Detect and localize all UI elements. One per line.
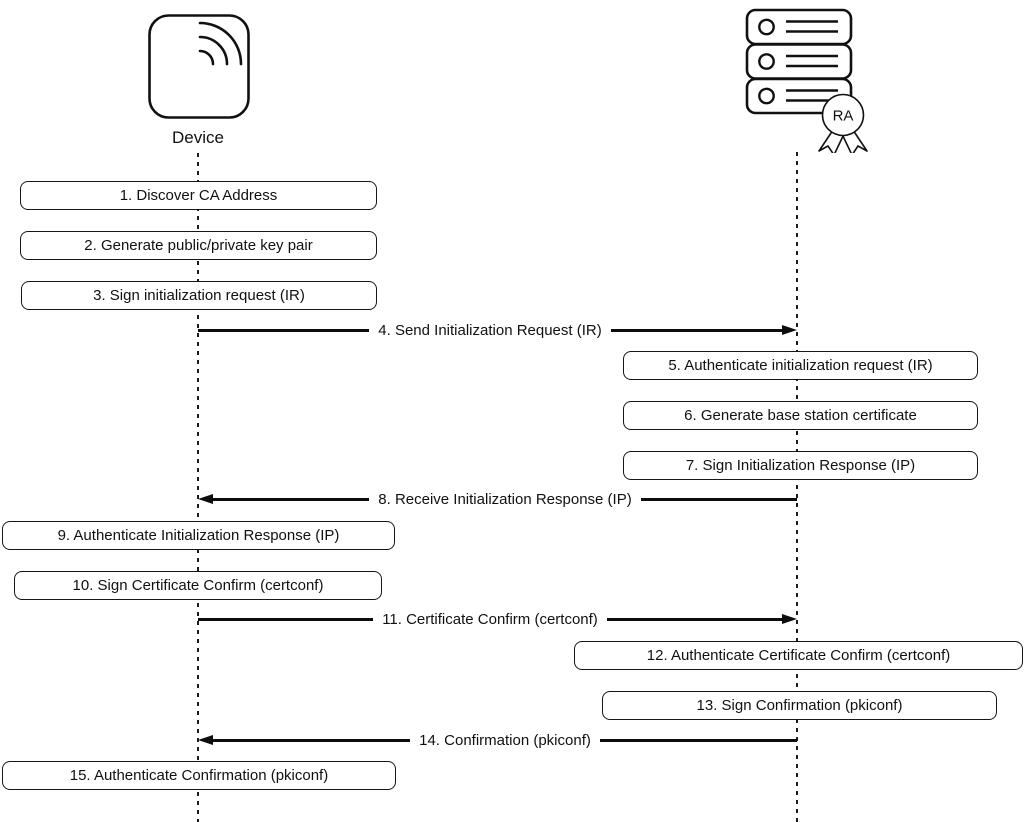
server-icon: RA [745, 8, 868, 153]
step-box-15: 15. Authenticate Confirmation (pkiconf) [2, 761, 396, 790]
message-arrow-11: 11. Certificate Confirm (certconf) [198, 609, 797, 629]
arrow-line [213, 497, 370, 501]
message-arrow-8: 8. Receive Initialization Response (IP) [198, 489, 797, 509]
message-label-11: 11. Certificate Confirm (certconf) [382, 610, 598, 628]
arrowhead-right-icon [782, 614, 797, 624]
arrow-line [198, 617, 374, 621]
arrow-line [198, 328, 370, 332]
ra-lifeline [796, 152, 798, 822]
message-label-4: 4. Send Initialization Request (IR) [378, 321, 602, 339]
wireless-device-icon [148, 14, 250, 119]
step-box-5: 5. Authenticate initialization request (… [623, 351, 978, 380]
step-box-9: 9. Authenticate Initialization Response … [2, 521, 395, 550]
arrow-line [213, 738, 411, 742]
arrowhead-left-icon [198, 735, 213, 745]
arrowhead-right-icon [782, 325, 798, 335]
step-box-2: 2. Generate public/private key pair [20, 231, 377, 260]
step-box-3: 3. Sign initialization request (IR) [21, 281, 377, 310]
ra-badge-label: RA [833, 108, 854, 125]
arrow-line [599, 738, 797, 742]
message-label-14: 14. Confirmation (pkiconf) [419, 731, 591, 749]
ra-badge-icon: RA [818, 93, 868, 153]
message-arrow-4: 4. Send Initialization Request (IR) [198, 320, 798, 340]
arrow-line [640, 497, 797, 501]
arrow-line [610, 328, 783, 332]
arrowhead-left-icon [198, 494, 213, 504]
step-box-13: 13. Sign Confirmation (pkiconf) [602, 691, 997, 720]
step-box-1: 1. Discover CA Address [20, 181, 377, 210]
step-box-6: 6. Generate base station certificate [623, 401, 978, 430]
device-actor-label: Device [172, 128, 224, 147]
step-box-12: 12. Authenticate Certificate Confirm (ce… [574, 641, 1023, 670]
message-label-8: 8. Receive Initialization Response (IP) [378, 490, 632, 508]
message-arrow-14: 14. Confirmation (pkiconf) [198, 730, 797, 750]
arrow-line [606, 617, 782, 621]
device-lifeline [197, 153, 199, 822]
step-box-7: 7. Sign Initialization Response (IP) [623, 451, 978, 480]
step-box-10: 10. Sign Certificate Confirm (certconf) [14, 571, 382, 600]
